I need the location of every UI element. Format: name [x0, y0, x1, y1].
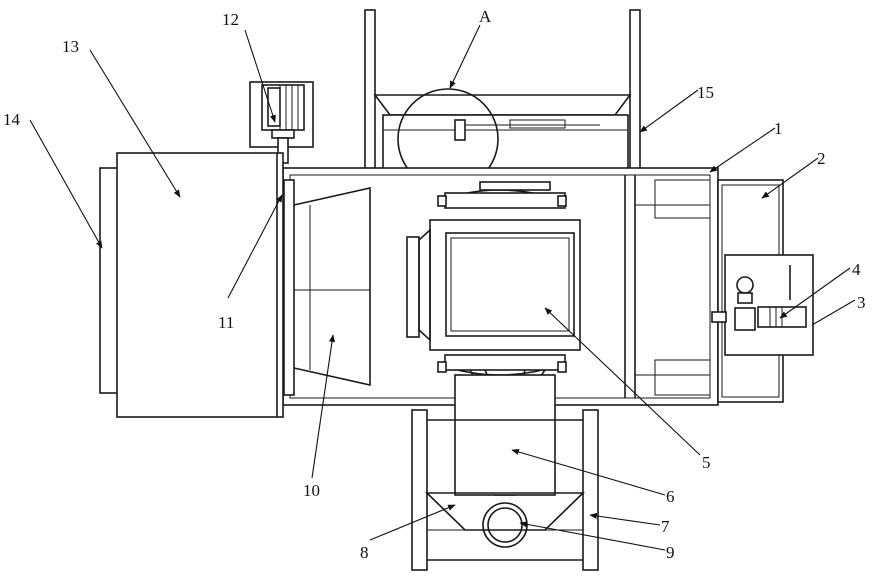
label-11: 11 [218, 313, 234, 332]
label-14: 14 [3, 110, 21, 129]
central-drum [406, 181, 581, 376]
leader-lines [29, 24, 856, 551]
label-8: 8 [360, 543, 369, 562]
label-5: 5 [702, 453, 711, 472]
label-6: 6 [666, 487, 675, 506]
left-cabinet [99, 152, 284, 418]
label-10: 10 [303, 481, 320, 500]
label-15: 15 [697, 83, 714, 102]
top-motor [249, 81, 314, 164]
label-7: 7 [661, 517, 670, 536]
label-12: 12 [222, 10, 239, 29]
label-2: 2 [817, 149, 826, 168]
label-13: 13 [62, 37, 79, 56]
label-4: 4 [852, 260, 861, 279]
label-a: A [479, 7, 492, 26]
label-3: 3 [857, 293, 866, 312]
callout-labels: A 15 1 2 4 3 5 6 7 8 9 10 11 12 13 14 [3, 7, 866, 562]
inlet-hopper [283, 179, 371, 396]
lower-collector [411, 374, 599, 571]
label-1: 1 [774, 119, 783, 138]
top-support-frame [364, 9, 641, 171]
label-9: 9 [666, 543, 675, 562]
